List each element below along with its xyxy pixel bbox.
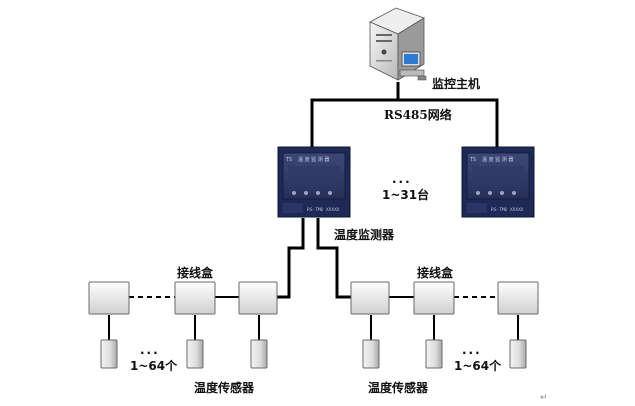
sensor-count-label-right: 1~64个 [454, 359, 502, 373]
temperature-sensor-icon [186, 339, 204, 369]
junction-box-icon [497, 281, 539, 315]
junction-box-label-left: 接线盒 [177, 266, 214, 280]
temperature-monitor-device-icon: TS 温 度 监 测 器 RS-TM6 XXXXX [461, 146, 535, 218]
host-label: 监控主机 [432, 77, 481, 91]
temperature-sensor-icon [509, 339, 527, 369]
sensor-ellipsis-left: ... [140, 343, 160, 357]
junction-box-icon [413, 281, 455, 315]
temperature-sensor-icon [425, 339, 443, 369]
svg-text:RS-TM6 XXXXX: RS-TM6 XXXXX [307, 207, 340, 213]
sensor-label-right: 温度传感器 [368, 381, 429, 395]
temperature-sensors [100, 339, 527, 369]
network-label: RS485网络 [384, 108, 452, 122]
monitor-count-label: 1~31台 [382, 188, 430, 202]
junction-box-icon [350, 281, 390, 315]
monitor-label: 温度监测器 [334, 228, 395, 242]
connection-lines [276, 82, 499, 299]
temperature-sensor-icon [250, 339, 268, 369]
svg-text:温 度 监 测 器: 温 度 监 测 器 [298, 156, 329, 163]
paragraph-mark: ↵ [540, 393, 548, 403]
svg-text:温 度 监 测 器: 温 度 监 测 器 [482, 156, 513, 163]
junction-box-label-right: 接线盒 [417, 266, 454, 280]
sensor-label-left: 温度传感器 [194, 381, 255, 395]
svg-text:RS-TM6 XXXXX: RS-TM6 XXXXX [491, 207, 524, 213]
temperature-sensor-icon [100, 339, 118, 369]
temperature-sensor-icon [362, 339, 380, 369]
junction-boxes [88, 281, 539, 315]
svg-text:TS: TS [470, 157, 476, 163]
server-computer-icon [369, 7, 427, 81]
sensor-wires [108, 315, 519, 340]
temperature-monitor-device-icon: TS 温 度 监 测 器 RS-TM6 XXXXX [277, 146, 351, 218]
sensor-count-label-left: 1~64个 [130, 359, 178, 373]
junction-box-icon [88, 281, 130, 315]
junction-box-icon [174, 281, 216, 315]
sensor-ellipsis-right: ... [462, 343, 482, 357]
svg-text:TS: TS [286, 157, 292, 163]
junction-box-icon [238, 281, 278, 315]
monitor-ellipsis: ... [392, 172, 412, 186]
